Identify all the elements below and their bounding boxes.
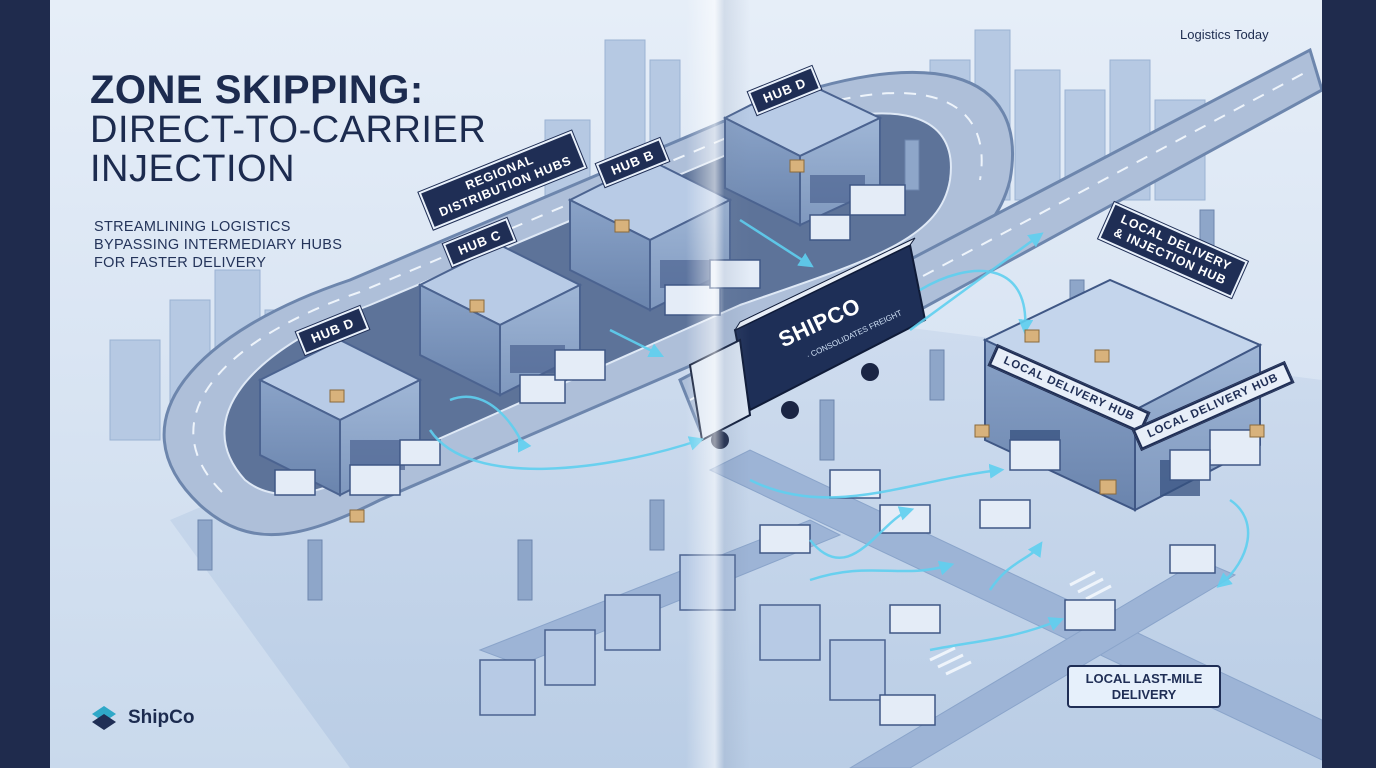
headline-line-3: INJECTION: [90, 147, 296, 190]
subtitle-line: STREAMLINING LOGISTICS: [94, 219, 291, 235]
headline-line-2: DIRECT-TO-CARRIER: [90, 108, 487, 151]
publication-name: Logistics Today: [1180, 27, 1269, 42]
last-mile-label-line: DELIVERY: [1111, 686, 1177, 702]
flow-arrows: [428, 218, 1250, 652]
headline: ZONE SKIPPING: DIRECT-TO-CARRIER INJECTI…: [90, 70, 550, 188]
boxes: [329, 159, 1265, 523]
headline-line-1: ZONE SKIPPING:: [90, 68, 424, 112]
crosswalks: [929, 570, 1112, 676]
page-gutter: [686, 0, 750, 768]
magazine-spread: ZONE SKIPPING: DIRECT-TO-CARRIER INJECTI…: [50, 0, 1322, 768]
shipco-logo-icon: [92, 706, 116, 730]
subtitle-line: FOR FASTER DELIVERY: [94, 255, 267, 272]
last-mile-label-line: LOCAL LAST-MILE: [1085, 671, 1203, 686]
brand-logo-space: [92, 706, 122, 730]
subtitle-line: BYPASSING INTERMEDIARY HUBS: [94, 237, 343, 254]
subtitle: STREAMLINING LOGISTICS BYPASSING INTERME…: [94, 218, 414, 272]
brand-name: ShipCo: [128, 707, 195, 728]
last-mile-label: LOCAL LAST-MILE DELIVERY: [1067, 665, 1221, 709]
hub-building-c: [417, 243, 583, 397]
logistics-illustration: [92, 29, 1322, 768]
brand-footer: ShipCo: [92, 706, 195, 730]
